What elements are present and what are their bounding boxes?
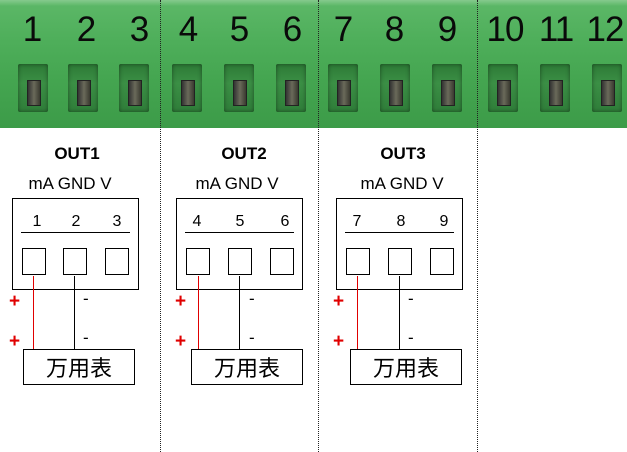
group-divider (160, 0, 161, 452)
minus-sign: - (408, 328, 414, 347)
terminal-pin-number: 5 (229, 10, 249, 49)
terminal-pin-number: 11 (538, 10, 574, 49)
terminal-slot (488, 64, 518, 112)
terminal-slot (224, 64, 254, 112)
terminal-slot (328, 64, 358, 112)
connector-terminal (228, 248, 252, 275)
terminal-pin-number: 1 (22, 10, 42, 49)
minus-sign: - (249, 328, 255, 347)
screw-icon (549, 80, 563, 106)
connector-terminal (270, 248, 294, 275)
connector-pin-label: 9 (439, 213, 449, 230)
terminal-pin-number: 9 (437, 10, 457, 49)
plus-sign: + (9, 331, 21, 352)
multimeter-box: 万用表 (191, 349, 303, 385)
connector-terminal (430, 248, 454, 275)
screw-icon (497, 80, 511, 106)
minus-sign: - (83, 289, 89, 308)
terminal-pin-number: 10 (486, 10, 525, 49)
terminal-pin-number: 3 (129, 10, 149, 49)
connector-divider-line (185, 232, 294, 233)
connector-terminal (388, 248, 412, 275)
plus-sign: + (175, 331, 187, 352)
screw-icon (77, 80, 91, 106)
terminal-slot (18, 64, 48, 112)
minus-sign: - (249, 289, 255, 308)
minus-sign: - (408, 289, 414, 308)
positive-wire (33, 276, 34, 350)
terminal-pin-number: 8 (384, 10, 404, 49)
terminal-slot (68, 64, 98, 112)
output-connector: 1 2 3 (12, 198, 139, 290)
terminal-slot (540, 64, 570, 112)
connector-pin-label: 6 (280, 213, 290, 230)
output-column-labels: mA GND V (360, 174, 444, 193)
terminal-slot (276, 64, 306, 112)
screw-icon (27, 80, 41, 106)
screw-icon (181, 80, 195, 106)
connector-terminal (186, 248, 210, 275)
group-divider (318, 0, 319, 452)
plus-sign: + (333, 291, 345, 312)
connector-terminal (63, 248, 87, 275)
screw-icon (441, 80, 455, 106)
terminal-slot (592, 64, 622, 112)
terminal-slot (119, 64, 149, 112)
negative-wire (239, 276, 240, 350)
terminal-pin-number: 4 (178, 10, 198, 49)
positive-wire (198, 276, 199, 350)
connector-terminal (22, 248, 46, 275)
terminal-block: 1 2 3 4 5 6 7 8 9 10 11 12 (0, 0, 627, 128)
connector-pin-label: 4 (192, 213, 202, 230)
output-connector: 7 8 9 (336, 198, 463, 290)
plus-sign: + (175, 291, 187, 312)
plus-sign: + (333, 331, 345, 352)
negative-wire (399, 276, 400, 350)
plus-sign: + (9, 291, 21, 312)
negative-wire (74, 276, 75, 350)
terminal-slot (172, 64, 202, 112)
screw-icon (233, 80, 247, 106)
output-column-labels: mA GND V (195, 174, 279, 193)
connector-terminal (346, 248, 370, 275)
connector-pin-label: 2 (71, 213, 81, 230)
output-column-labels: mA GND V (28, 174, 112, 193)
screw-icon (285, 80, 299, 106)
terminal-pin-number: 12 (586, 10, 625, 49)
multimeter-box: 万用表 (23, 349, 135, 385)
terminal-slot (432, 64, 462, 112)
terminal-pin-number: 6 (282, 10, 302, 49)
output-title: OUT1 (54, 144, 100, 163)
connector-pin-label: 5 (235, 213, 245, 230)
connector-divider-line (345, 232, 454, 233)
connector-pin-label: 8 (396, 213, 406, 230)
connector-pin-label: 1 (32, 213, 42, 230)
screw-icon (337, 80, 351, 106)
positive-wire (357, 276, 358, 350)
output-connector: 4 5 6 (176, 198, 303, 290)
output-title: OUT2 (221, 144, 267, 163)
connector-pin-label: 7 (352, 213, 362, 230)
group-divider (477, 0, 478, 452)
screw-icon (601, 80, 615, 106)
terminal-slot (380, 64, 410, 112)
multimeter-box: 万用表 (350, 349, 462, 385)
screw-icon (389, 80, 403, 106)
screw-icon (128, 80, 142, 106)
terminal-pin-number: 7 (333, 10, 353, 49)
connector-divider-line (21, 232, 130, 233)
connector-terminal (105, 248, 129, 275)
connector-pin-label: 3 (112, 213, 122, 230)
minus-sign: - (83, 328, 89, 347)
output-title: OUT3 (380, 144, 426, 163)
terminal-pin-number: 2 (76, 10, 96, 49)
